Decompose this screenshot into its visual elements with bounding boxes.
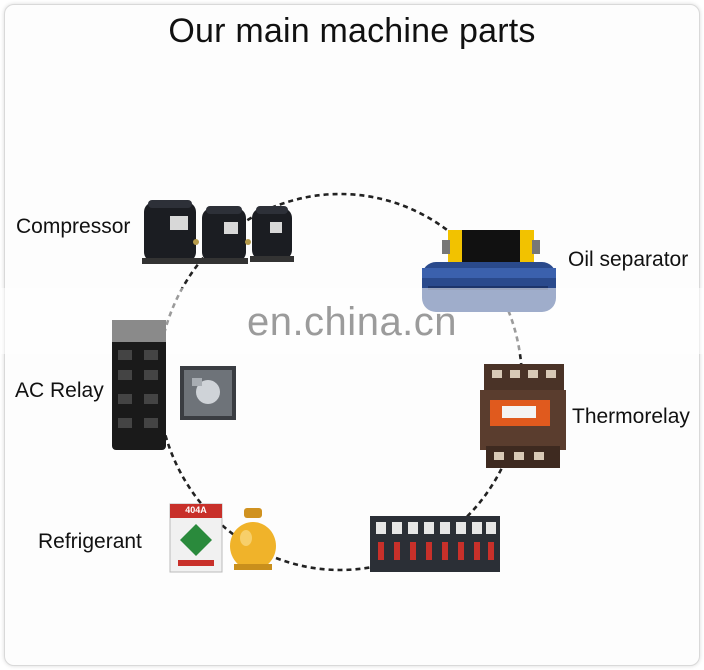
label-thermorelay: Thermorelay bbox=[572, 405, 690, 428]
gas-cylinder-icon bbox=[230, 508, 276, 570]
ac-relay-icon bbox=[112, 320, 236, 450]
compressor-icon bbox=[142, 200, 294, 264]
label-compressor: Compressor bbox=[16, 215, 131, 238]
contactor-icon bbox=[370, 516, 500, 572]
thermorelay-icon bbox=[480, 364, 566, 468]
watermark-text: en.china.cn bbox=[246, 300, 458, 344]
refrigerant-box-text: 404A bbox=[185, 505, 207, 515]
refrigerant-box-icon bbox=[169, 503, 223, 573]
label-oil-separator: Oil separator bbox=[568, 248, 689, 271]
page-title: Our main machine parts bbox=[168, 12, 536, 50]
label-ac-relay: AC Relay bbox=[15, 379, 104, 402]
label-refrigerant: Refrigerant bbox=[38, 530, 142, 553]
